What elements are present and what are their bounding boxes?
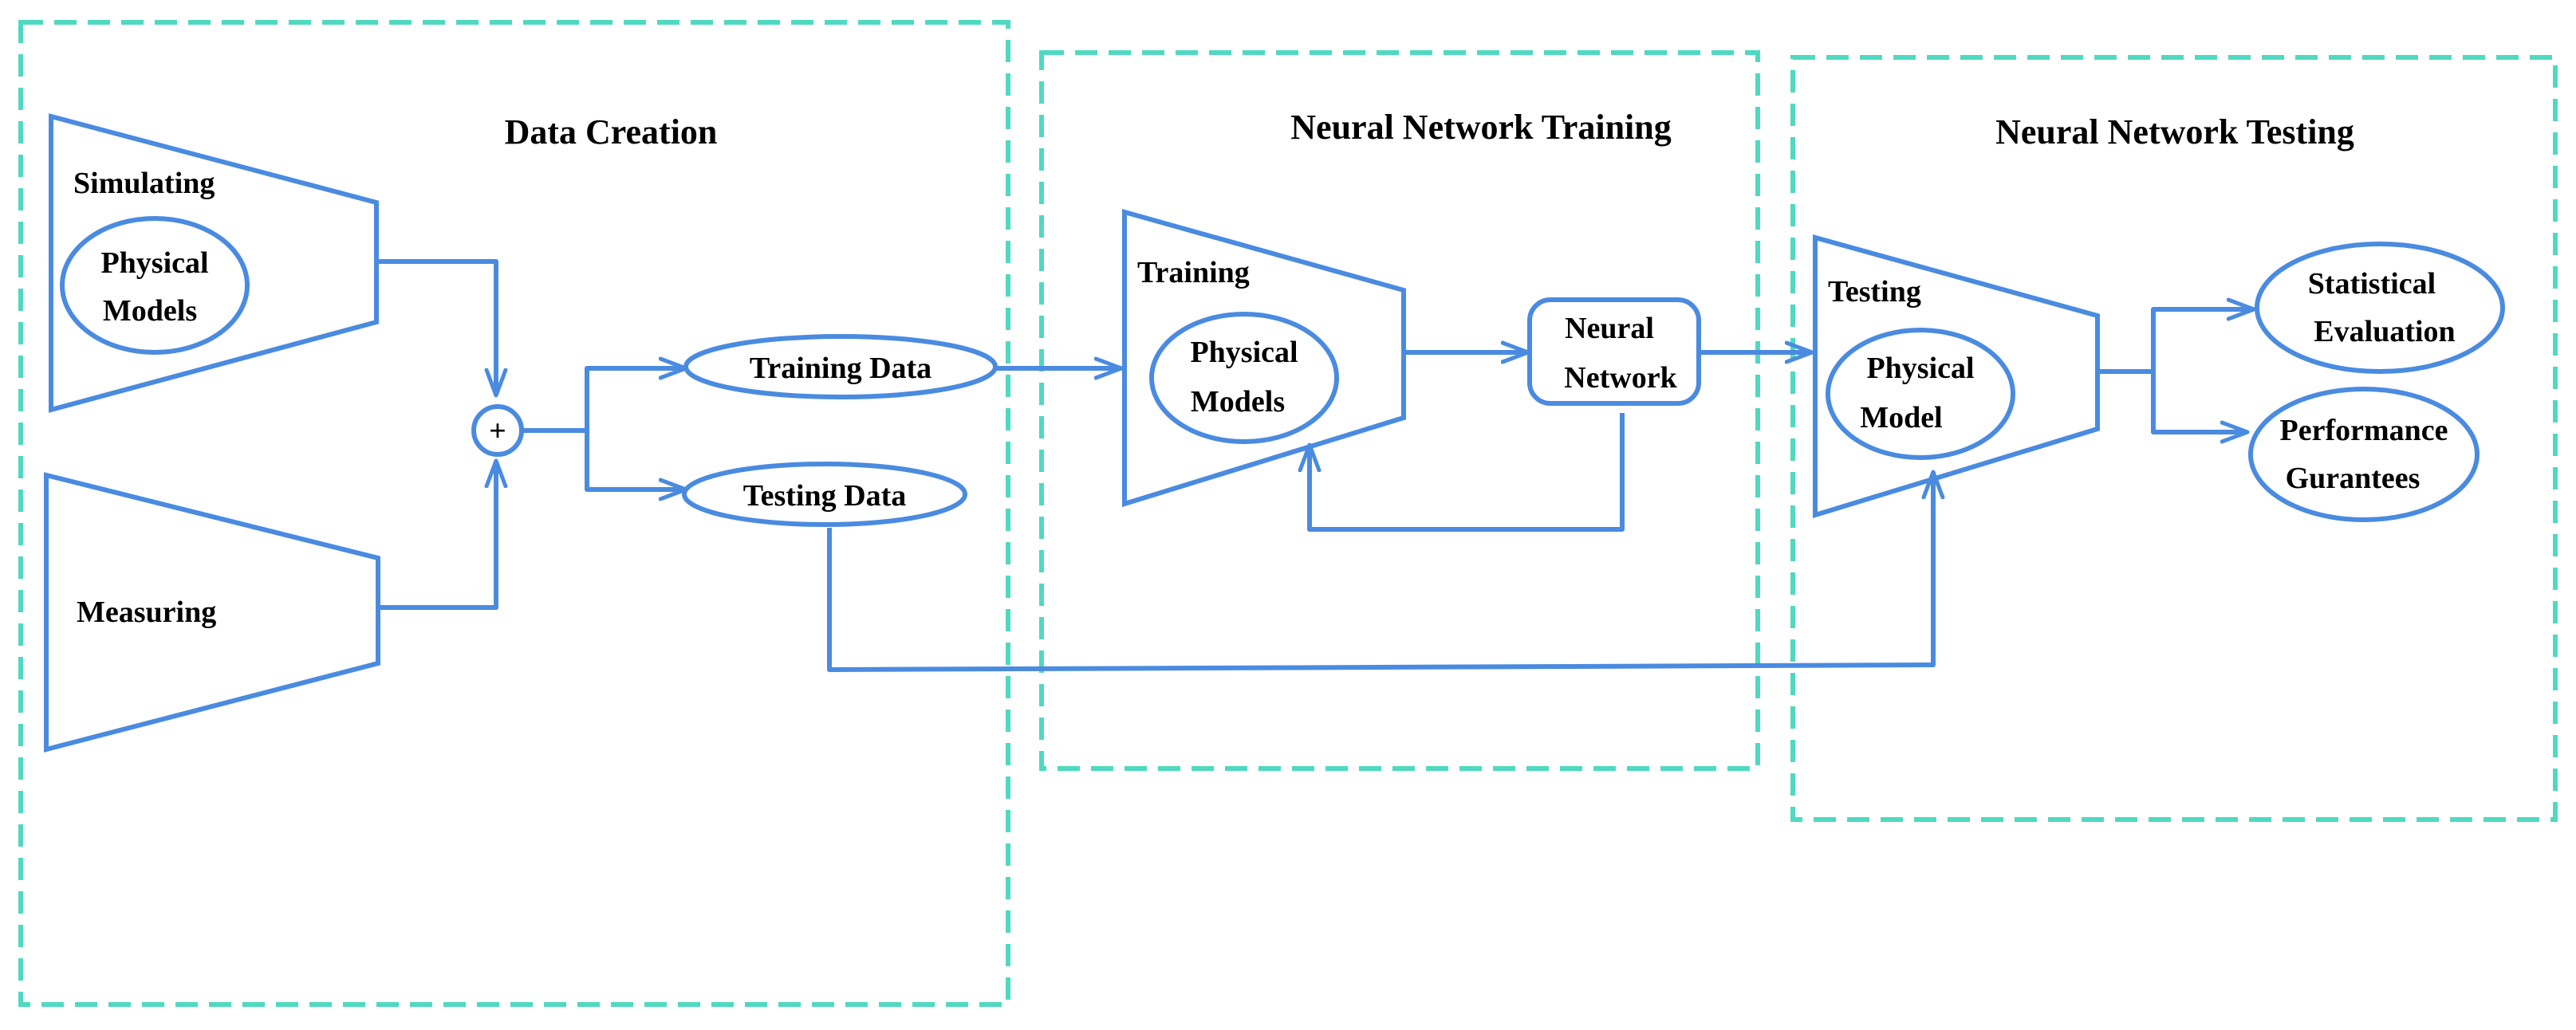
group-data-creation bbox=[18, 20, 1010, 1007]
sum-to-testing-data-connector bbox=[585, 430, 686, 489]
testing-physical-model-line2: Model bbox=[1860, 401, 1942, 434]
simulating-physical-models-line2: Models bbox=[103, 294, 197, 328]
neural-network-line1: Neural bbox=[1565, 312, 1654, 345]
statistical-evaluation-node bbox=[2255, 242, 2505, 374]
testing-data-node bbox=[682, 462, 967, 527]
testing-data-to-testing-block-connector bbox=[827, 472, 1933, 672]
testing-data-label: Testing Data bbox=[743, 479, 906, 513]
testing-label: Testing bbox=[1828, 275, 1921, 309]
measuring-block bbox=[44, 472, 380, 753]
training-label: Training bbox=[1137, 256, 1250, 289]
training-physical-models-ellipse bbox=[1149, 312, 1339, 444]
simulating-physical-models-line1: Physical bbox=[100, 246, 208, 280]
to-performance-guarantees-connector bbox=[2151, 372, 2247, 432]
performance-guarantees-line1: Performance bbox=[2280, 414, 2448, 447]
measuring-to-sum-connector bbox=[378, 461, 496, 610]
group-title-nn-testing: Neural Network Testing bbox=[1995, 112, 2354, 151]
simulating-physical-models-ellipse bbox=[60, 216, 250, 355]
performance-guarantees-node bbox=[2248, 387, 2479, 522]
statistical-evaluation-line1: Statistical bbox=[2308, 267, 2436, 301]
group-title-nn-training: Neural Network Training bbox=[1290, 108, 1671, 147]
simulating-label: Simulating bbox=[73, 167, 215, 200]
testing-physical-model-line1: Physical bbox=[1866, 352, 1974, 385]
group-nn-testing bbox=[1790, 55, 2558, 822]
training-data-label: Training Data bbox=[750, 352, 932, 385]
neural-network-line2: Network bbox=[1564, 361, 1677, 395]
sum-symbol: + bbox=[489, 415, 506, 448]
statistical-evaluation-line2: Evaluation bbox=[2314, 315, 2455, 348]
performance-guarantees-line2: Gurantees bbox=[2286, 462, 2420, 495]
group-title-data-creation: Data Creation bbox=[505, 112, 718, 151]
testing-physical-model-ellipse bbox=[1826, 328, 2015, 460]
group-nn-training bbox=[1039, 50, 1760, 771]
nn-feedback-connector bbox=[1310, 413, 1625, 532]
to-statistical-evaluation-connector bbox=[2151, 309, 2254, 372]
training-physical-models-line2: Models bbox=[1191, 385, 1285, 419]
measuring-label: Measuring bbox=[77, 596, 216, 629]
sum-to-training-data-connector bbox=[585, 368, 686, 430]
training-physical-models-line1: Physical bbox=[1190, 336, 1298, 369]
simulating-to-sum-connector bbox=[376, 259, 496, 395]
